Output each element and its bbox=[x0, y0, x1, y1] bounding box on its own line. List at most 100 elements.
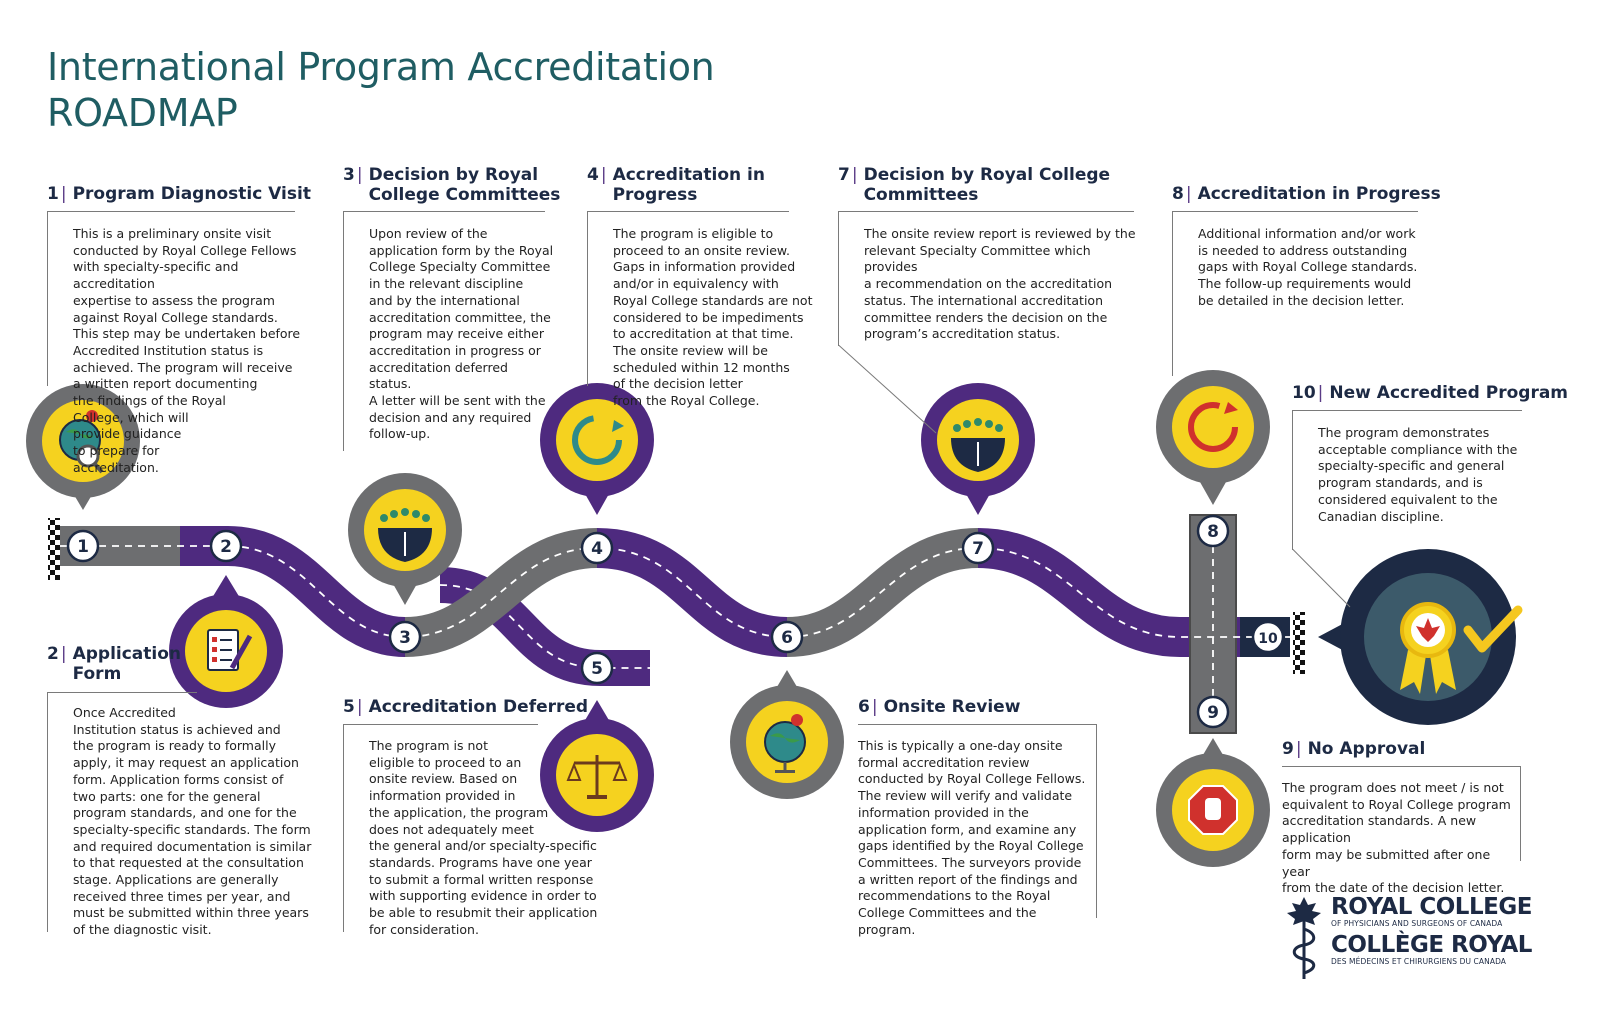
logo-line-1: ROYAL COLLEGE bbox=[1331, 894, 1532, 920]
step-6-title: Onsite Review bbox=[883, 697, 1021, 717]
step-10-leader-line bbox=[1292, 549, 1351, 608]
road-marker-2: 2 bbox=[209, 529, 243, 563]
logo-line-2: OF PHYSICIANS AND SURGEONS OF CANADA bbox=[1331, 919, 1503, 928]
step-5-text: The program is not eligible to proceed t… bbox=[369, 738, 598, 937]
step-3-text: Upon review of the application form by t… bbox=[369, 226, 554, 442]
road-marker-3: 3 bbox=[388, 620, 422, 654]
road-marker-2-label: 2 bbox=[220, 537, 232, 557]
step-5-bracket-left bbox=[343, 724, 344, 932]
road-marker-8-label: 8 bbox=[1207, 522, 1219, 542]
step-7-heading: 7| Decision by Royal College Committees bbox=[838, 165, 1111, 205]
globe-pin-icon bbox=[764, 714, 806, 773]
step-5-number: 5 bbox=[343, 697, 355, 717]
royal-college-logo: ROYAL COLLEGE OF PHYSICIANS AND SURGEONS… bbox=[1283, 895, 1532, 981]
step-8-title: Accreditation in Progress bbox=[1197, 184, 1441, 204]
step-1-title: Program Diagnostic Visit bbox=[72, 184, 311, 204]
road-marker-1-label: 1 bbox=[77, 537, 89, 557]
road-marker-6-label: 6 bbox=[781, 628, 793, 648]
step-8-bracket-left bbox=[1172, 211, 1173, 376]
step-9-heading: 9| No Approval bbox=[1282, 739, 1426, 759]
step-7-bracket bbox=[838, 211, 1134, 212]
committee-icon-7 bbox=[951, 418, 1005, 472]
step-2-heading: 2| Application Form bbox=[47, 644, 182, 684]
step-7-number: 7 bbox=[838, 165, 850, 185]
step-5-bracket bbox=[343, 724, 538, 725]
step-1: 1| Program Diagnostic Visit bbox=[47, 184, 311, 204]
step-4-title: Accreditation in Progress bbox=[612, 165, 765, 205]
step-4-heading: 4| Accreditation in Progress bbox=[587, 165, 765, 205]
step-6-heading: 6| Onsite Review bbox=[858, 697, 1021, 717]
road-marker-3-label: 3 bbox=[399, 628, 411, 648]
step-9: 9| No Approval bbox=[1282, 739, 1425, 759]
step-3: 3| Decision by Royal College Committees bbox=[343, 165, 560, 205]
page-title: International Program Accreditation ROAD… bbox=[47, 44, 715, 136]
logo-line-3: COLLÈGE ROYAL bbox=[1331, 932, 1532, 958]
step-10-bracket bbox=[1292, 410, 1522, 411]
step-2-text: Once Accredited Institution status is ac… bbox=[73, 705, 312, 938]
step-5-title: Accreditation Deferred bbox=[368, 697, 589, 717]
step-9-bracket-right bbox=[1520, 766, 1521, 861]
step-6-text: This is typically a one-day onsite forma… bbox=[858, 738, 1086, 937]
committee-icon bbox=[378, 508, 432, 562]
step-2: 2| Application Form bbox=[47, 644, 181, 684]
road-marker-9: 9 bbox=[1196, 695, 1230, 729]
step-4-bracket-left bbox=[587, 211, 588, 386]
road-marker-10-label: 10 bbox=[1258, 631, 1278, 647]
step-10-number: 10 bbox=[1292, 383, 1316, 403]
step-10: 10| New Accredited Program bbox=[1292, 383, 1568, 403]
step-4-bracket bbox=[587, 211, 789, 212]
scales-icon bbox=[566, 755, 628, 799]
step-6-number: 6 bbox=[858, 697, 870, 717]
step-1-bracket bbox=[47, 211, 295, 212]
step-3-bracket bbox=[343, 211, 545, 212]
step-8-number: 8 bbox=[1172, 184, 1184, 204]
road-marker-1: 1 bbox=[66, 529, 100, 563]
globe-magnifier-icon bbox=[59, 410, 104, 474]
step-2-bracket bbox=[47, 692, 48, 932]
road-marker-9-label: 9 bbox=[1207, 703, 1219, 723]
road-segment-4-6 bbox=[596, 528, 788, 657]
step-1-heading: 1| Program Diagnostic Visit bbox=[47, 184, 311, 204]
step-7-leader-line bbox=[838, 345, 937, 434]
step-7-text: The onsite review report is reviewed by … bbox=[864, 226, 1136, 342]
road-marker-8: 8 bbox=[1196, 514, 1230, 548]
road-marker-4-label: 4 bbox=[591, 539, 603, 559]
road-marker-6: 6 bbox=[770, 620, 804, 654]
logo-line-4: DES MÉDECINS ET CHIRURGIENS DU CANADA bbox=[1331, 957, 1507, 966]
road-marker-7: 7 bbox=[961, 531, 995, 565]
road-marker-5: 5 bbox=[580, 651, 614, 685]
stop-hand-icon bbox=[1188, 785, 1238, 835]
step-1-bracket-left bbox=[47, 211, 48, 386]
step-10-heading: 10| New Accredited Program bbox=[1292, 383, 1569, 403]
step-4: 4| Accreditation in Progress bbox=[587, 165, 765, 205]
step-8-bracket bbox=[1172, 211, 1418, 212]
step-2-title: Application Form bbox=[72, 644, 182, 684]
step-8-heading: 8| Accreditation in Progress bbox=[1172, 184, 1441, 204]
step-6-bracket-right bbox=[1096, 724, 1097, 918]
pin-8 bbox=[1156, 370, 1270, 505]
award-ribbon-check-icon bbox=[1400, 602, 1523, 694]
road-segment-3-4 bbox=[403, 528, 598, 657]
caduceus-maple-leaf-icon bbox=[1287, 897, 1321, 979]
step-7-bracket-left bbox=[838, 211, 839, 346]
road-marker-4: 4 bbox=[580, 531, 614, 565]
step-10-text: The program demonstrates acceptable comp… bbox=[1318, 425, 1518, 524]
step-3-heading: 3| Decision by Royal College Committees bbox=[343, 165, 561, 205]
circular-arrow-icon bbox=[1188, 402, 1238, 452]
step-7: 7| Decision by Royal College Committees bbox=[838, 165, 1110, 205]
step-5: 5| Accreditation Deferred bbox=[343, 697, 588, 717]
step-9-text: The program does not meet / is not equiv… bbox=[1282, 780, 1511, 896]
step-6-bracket bbox=[858, 724, 1096, 725]
step-9-title: No Approval bbox=[1307, 739, 1426, 759]
step-10-title: New Accredited Program bbox=[1329, 383, 1569, 403]
step-8-text: Additional information and/or work is ne… bbox=[1198, 226, 1418, 308]
step-4-text: The program is eligible to proceed to an… bbox=[613, 226, 813, 409]
step-5-heading: 5| Accreditation Deferred bbox=[343, 697, 589, 717]
road-marker-10: 10 bbox=[1251, 620, 1285, 654]
checklist-pen-icon bbox=[207, 629, 253, 671]
step-7-title: Decision by Royal College Committees bbox=[863, 165, 1111, 205]
step-9-number: 9 bbox=[1282, 739, 1294, 759]
road-marker-7-label: 7 bbox=[972, 539, 984, 559]
pin-4 bbox=[540, 383, 654, 515]
